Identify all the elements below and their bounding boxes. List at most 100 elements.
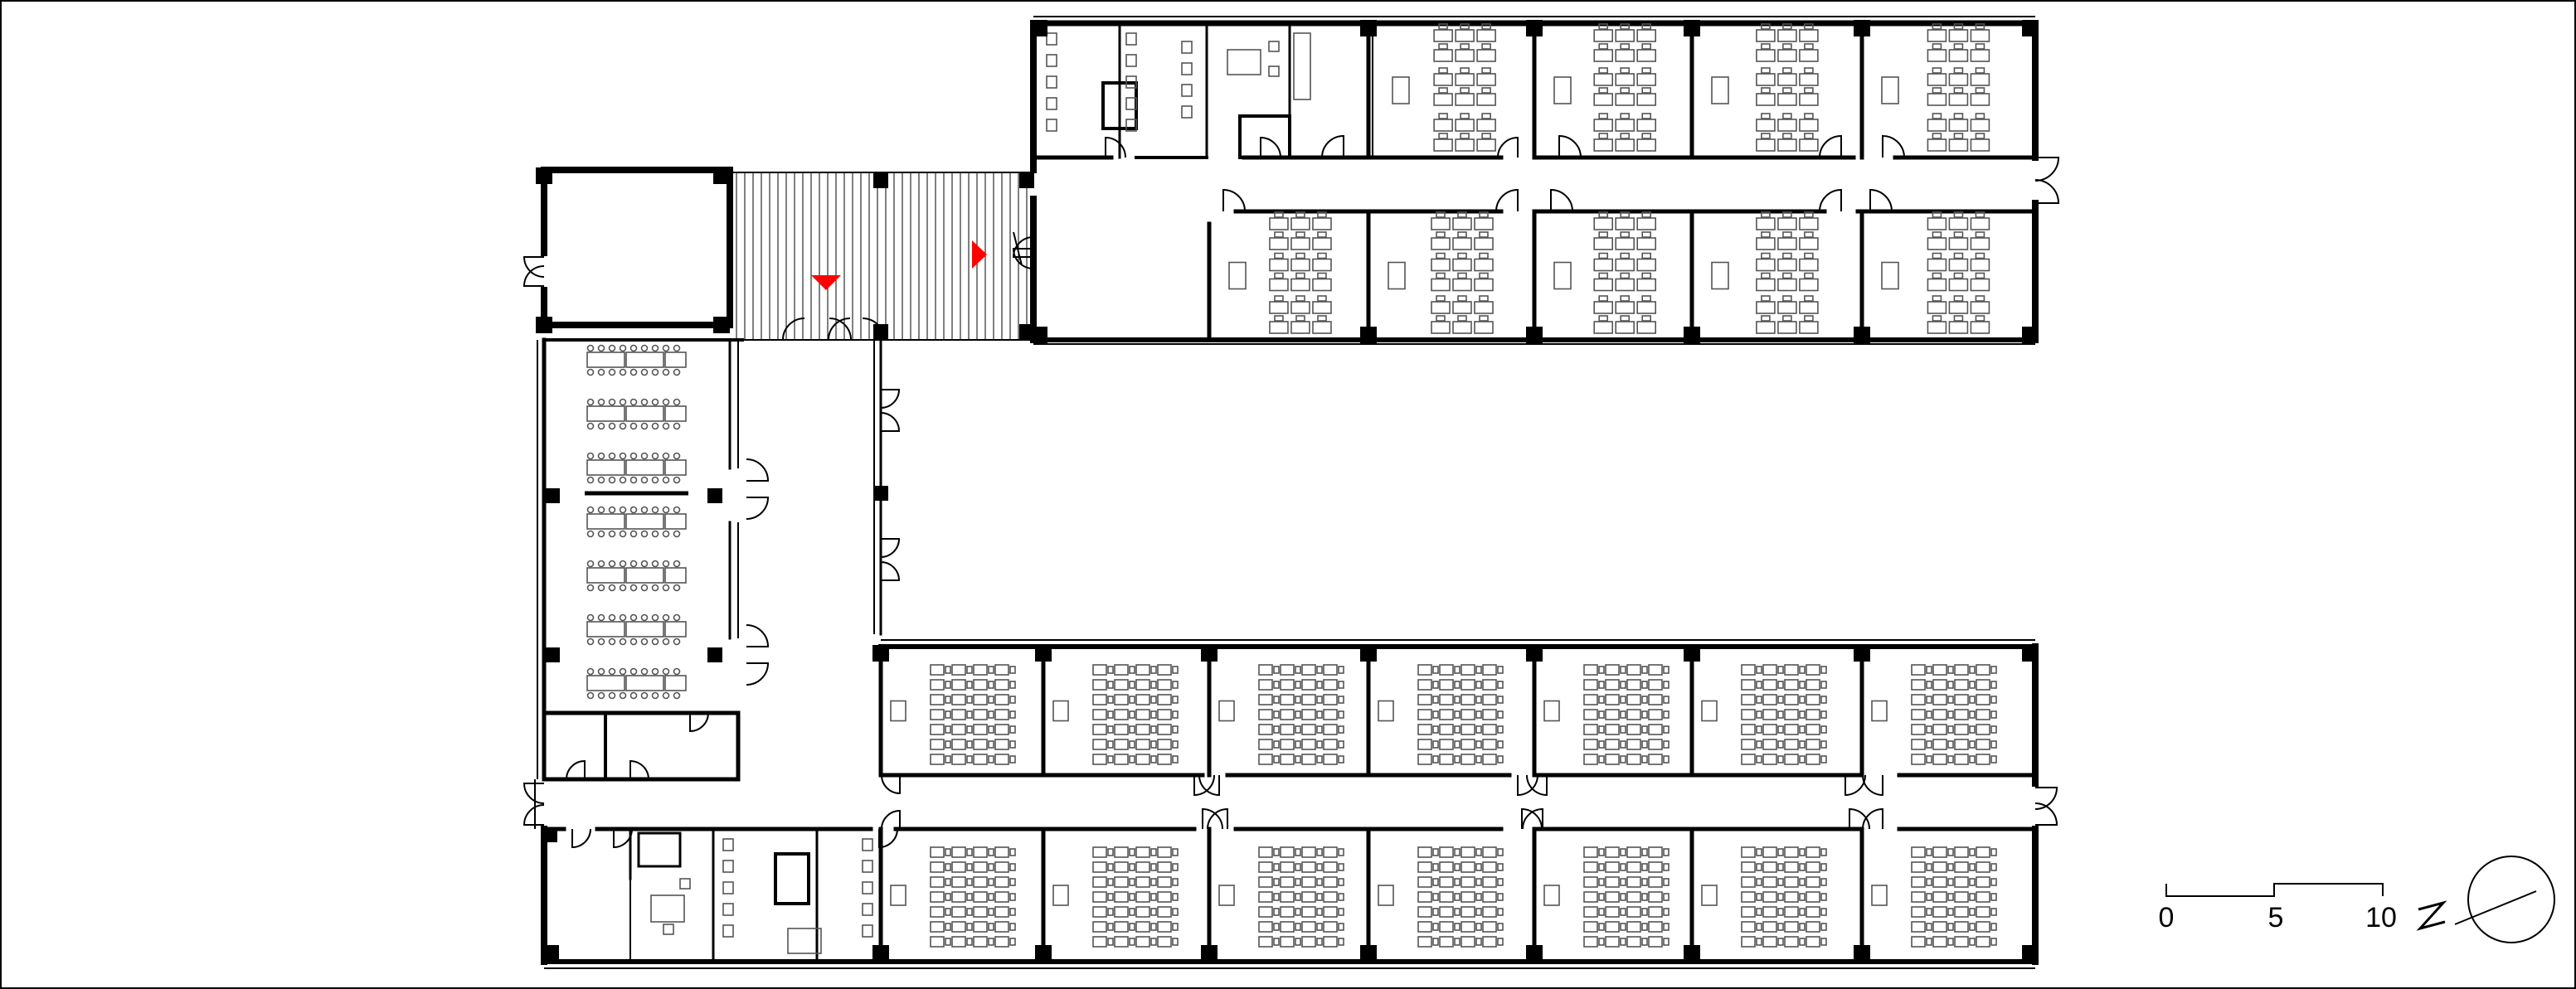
student-desk bbox=[1114, 861, 1129, 873]
student-chair bbox=[1150, 681, 1157, 689]
student-chair bbox=[1969, 908, 1976, 916]
door-swing-icon bbox=[1012, 236, 1034, 258]
door-swing-icon bbox=[827, 318, 851, 341]
student-desk bbox=[1636, 29, 1656, 42]
student-chair bbox=[1129, 938, 1135, 946]
student-chair bbox=[1926, 938, 1932, 946]
hall-chair-icon bbox=[673, 613, 681, 622]
student-chair bbox=[1620, 696, 1626, 704]
student-desk bbox=[1741, 906, 1756, 918]
student-desk bbox=[1648, 876, 1663, 888]
student-chair bbox=[1481, 43, 1491, 50]
student-chair bbox=[1756, 848, 1762, 856]
column-icon bbox=[2022, 20, 2039, 36]
teacher-desk bbox=[1871, 700, 1888, 722]
student-desk bbox=[1157, 664, 1172, 676]
student-desk bbox=[1799, 237, 1819, 250]
hall-chair-icon bbox=[651, 398, 659, 406]
student-chair bbox=[1009, 893, 1016, 901]
door-swing-icon bbox=[1550, 188, 1573, 212]
student-desk bbox=[1636, 321, 1656, 334]
student-desk bbox=[930, 739, 945, 750]
student-chair bbox=[1761, 87, 1771, 94]
door-swing-icon bbox=[1517, 774, 1538, 797]
student-desk bbox=[1593, 29, 1613, 42]
student-chair bbox=[1820, 878, 1827, 886]
student-desk bbox=[951, 906, 966, 918]
student-chair bbox=[1338, 848, 1344, 856]
student-desk bbox=[1135, 891, 1150, 903]
student-chair bbox=[988, 923, 994, 931]
column-icon bbox=[1019, 324, 1034, 339]
student-chair bbox=[1295, 893, 1301, 901]
column-icon bbox=[713, 167, 730, 184]
hall-table bbox=[586, 459, 625, 476]
student-chair bbox=[1598, 315, 1608, 322]
student-desk bbox=[1280, 921, 1295, 933]
hall-chair-icon bbox=[640, 667, 649, 676]
student-desk bbox=[1593, 237, 1613, 250]
student-desk bbox=[1452, 217, 1472, 230]
student-chair bbox=[1932, 23, 1942, 30]
student-chair bbox=[1598, 696, 1605, 704]
student-desk bbox=[1290, 301, 1310, 314]
student-chair bbox=[1799, 908, 1806, 916]
student-chair bbox=[1129, 725, 1135, 734]
student-chair bbox=[1107, 696, 1114, 704]
north-letter-icon bbox=[2416, 900, 2447, 931]
student-desk bbox=[930, 921, 945, 933]
student-chair bbox=[1150, 893, 1157, 901]
student-chair bbox=[966, 725, 973, 734]
student-desk bbox=[1615, 217, 1635, 230]
student-desk bbox=[1114, 921, 1129, 933]
hall-chair-icon bbox=[651, 530, 659, 538]
student-chair bbox=[1969, 755, 1976, 764]
student-chair bbox=[1620, 923, 1626, 931]
student-desk bbox=[1482, 724, 1497, 735]
student-chair bbox=[1475, 893, 1482, 901]
student-desk bbox=[1439, 739, 1454, 750]
student-desk bbox=[1461, 936, 1475, 948]
student-chair bbox=[966, 696, 973, 704]
student-desk bbox=[1269, 321, 1289, 334]
student-desk bbox=[1092, 739, 1107, 750]
hall-chair-icon bbox=[619, 422, 627, 430]
student-desk bbox=[1626, 739, 1641, 750]
student-desk bbox=[1784, 921, 1799, 933]
student-desk bbox=[1280, 906, 1295, 918]
student-desk bbox=[1431, 301, 1451, 314]
student-desk bbox=[1452, 301, 1472, 314]
student-desk bbox=[1583, 739, 1598, 750]
student-chair bbox=[1479, 211, 1489, 218]
student-desk bbox=[1301, 739, 1316, 750]
student-chair bbox=[988, 725, 994, 734]
hall-chair-icon bbox=[640, 452, 649, 460]
hall-table bbox=[664, 567, 687, 584]
student-chair bbox=[1990, 863, 1997, 871]
student-desk bbox=[1157, 739, 1172, 750]
student-chair bbox=[1926, 755, 1932, 764]
student-desk bbox=[1932, 906, 1947, 918]
door-swing-icon bbox=[746, 662, 770, 686]
toilet-icon bbox=[1125, 97, 1137, 110]
student-desk bbox=[1135, 694, 1150, 705]
student-chair bbox=[1641, 231, 1651, 238]
student-chair bbox=[1107, 725, 1114, 734]
student-chair bbox=[1756, 755, 1762, 764]
student-desk bbox=[1784, 891, 1799, 903]
student-desk bbox=[1258, 876, 1273, 888]
hall-chair-icon bbox=[619, 398, 627, 406]
student-chair bbox=[1454, 893, 1461, 901]
student-desk bbox=[1433, 49, 1453, 62]
student-chair bbox=[1009, 681, 1016, 689]
student-desk bbox=[1312, 321, 1332, 334]
column-icon bbox=[1526, 645, 1543, 662]
hall-chair-icon bbox=[629, 584, 638, 592]
student-desk bbox=[1258, 739, 1273, 750]
student-desk bbox=[1583, 709, 1598, 720]
student-chair bbox=[1273, 710, 1280, 719]
door-swing-icon bbox=[1202, 807, 1223, 830]
hall-table bbox=[664, 513, 687, 530]
toilet-icon bbox=[1181, 41, 1193, 54]
